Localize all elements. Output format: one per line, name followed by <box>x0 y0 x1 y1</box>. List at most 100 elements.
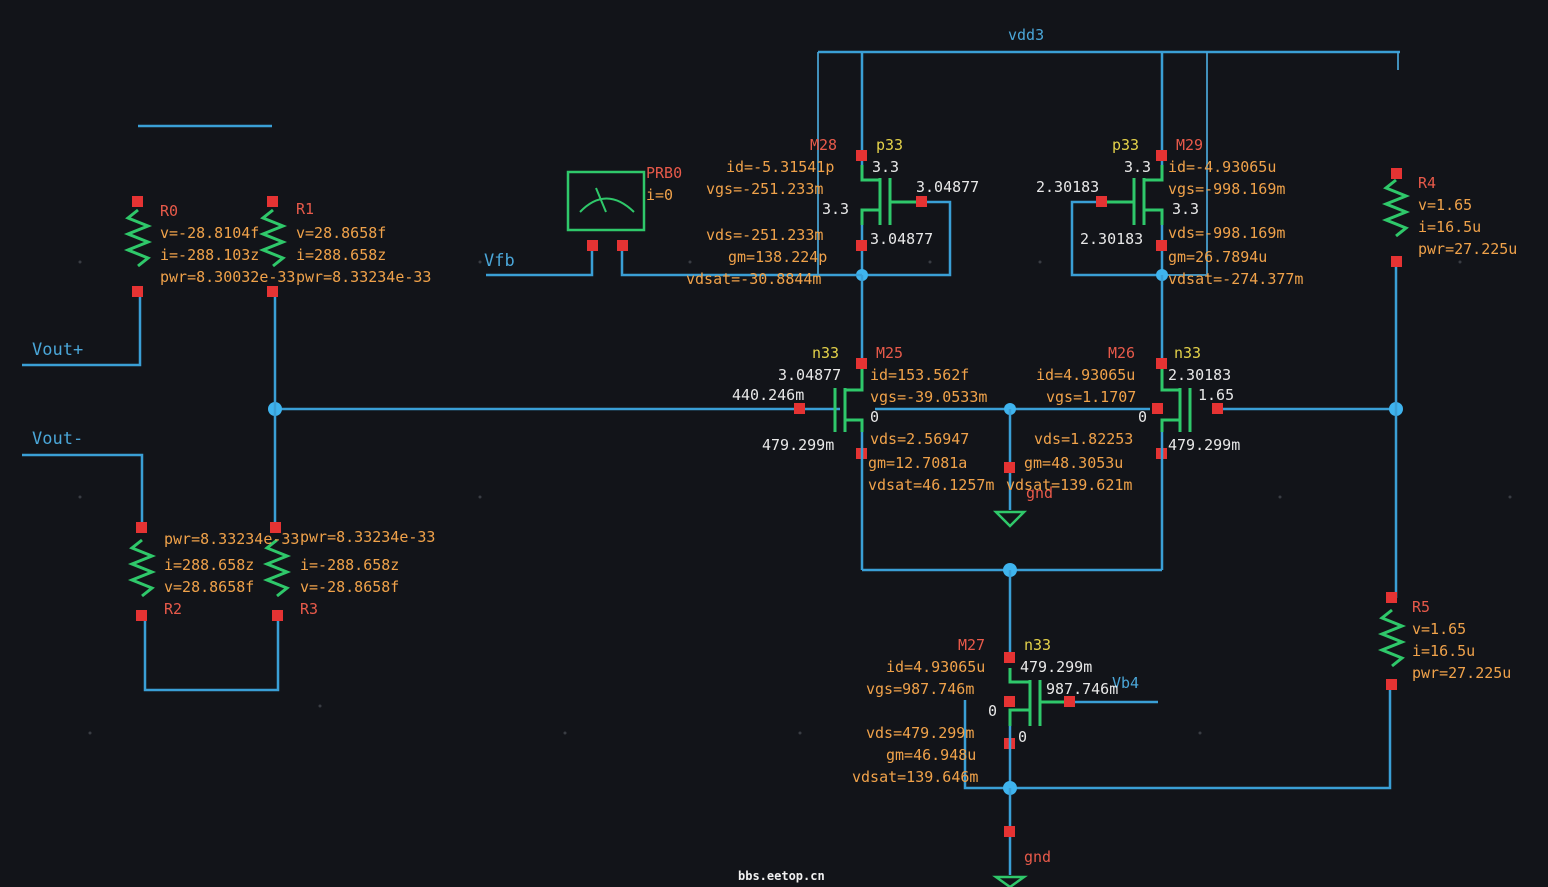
ground-symbol-1 <box>992 510 1028 528</box>
m26-model: n33 <box>1174 344 1201 362</box>
m29-vg: 2.30183 <box>1036 178 1099 196</box>
net-voutp-label: Vout+ <box>32 340 83 360</box>
m25-gm: gm=12.7081a <box>868 454 967 472</box>
resistor-r4[interactable] <box>1381 168 1411 267</box>
r2-v: v=28.8658f <box>164 578 254 596</box>
m27-vg: 987.746m <box>1046 680 1118 698</box>
net-voutn-label: Vout- <box>32 429 83 449</box>
transistor-m27[interactable] <box>1004 652 1158 788</box>
ground-symbol-2 <box>992 875 1028 887</box>
m26-id: id=4.93065u <box>1036 366 1135 384</box>
r4-v: v=1.65 <box>1418 196 1472 214</box>
r5-v: v=1.65 <box>1412 620 1466 638</box>
m28-vgs: vgs=-251.233m <box>706 180 823 198</box>
m27-vd: 479.299m <box>1020 658 1092 676</box>
r3-v: v=-28.8658f <box>300 578 399 596</box>
footer-watermark: bbs.eetop.cn <box>738 869 825 883</box>
probe-prb0[interactable] <box>566 170 646 251</box>
r2-i: i=288.658z <box>164 556 254 574</box>
m28-vs: 3.3 <box>872 158 899 176</box>
r3-i: i=-288.658z <box>300 556 399 574</box>
r5-pwr: pwr=27.225u <box>1412 664 1511 682</box>
r1-pwr: pwr=8.33234e-33 <box>296 268 431 286</box>
m28-vg: 3.04877 <box>916 178 979 196</box>
r4-pwr: pwr=27.225u <box>1418 240 1517 258</box>
m29-vs: 3.3 <box>1124 158 1151 176</box>
r3-name: R3 <box>300 600 318 618</box>
r5-name: R5 <box>1412 598 1430 616</box>
m25-vds: vds=2.56947 <box>870 430 969 448</box>
m29-vd: 2.30183 <box>1080 230 1143 248</box>
m29-vdsat: vdsat=-274.377m <box>1168 270 1303 288</box>
m27-name: M27 <box>958 636 985 654</box>
m27-vdsat: vdsat=139.646m <box>852 768 978 786</box>
m28-id: id=-5.31541p <box>726 158 834 176</box>
net-vfb-label: Vfb <box>484 251 515 271</box>
r4-i: i=16.5u <box>1418 218 1481 236</box>
m29-vgs: vgs=-998.169m <box>1168 180 1285 198</box>
r0-pwr: pwr=8.30032e-33 <box>160 268 295 286</box>
m26-vdsat: vdsat=139.621m <box>1006 476 1132 494</box>
r0-i: i=-288.103z <box>160 246 259 264</box>
m29-name: M29 <box>1176 136 1203 154</box>
m25-vgs: vgs=-39.0533m <box>870 388 987 406</box>
m28-name: M28 <box>810 136 837 154</box>
r3-pwr: pwr=8.33234e-33 <box>300 528 435 546</box>
probe-name: PRB0 <box>646 164 682 182</box>
m26-vgs: vgs=1.1707 <box>1046 388 1136 406</box>
resistor-r1[interactable] <box>258 196 288 297</box>
m29-vb: 3.3 <box>1172 200 1199 218</box>
resistor-r2[interactable] <box>127 522 157 621</box>
r1-v: v=28.8658f <box>296 224 386 242</box>
m28-model: p33 <box>876 136 903 154</box>
r2-name: R2 <box>164 600 182 618</box>
m27-gm: gm=46.948u <box>886 746 976 764</box>
m27-vs: 0 <box>988 702 997 720</box>
m28-gm: gm=138.224p <box>728 248 827 266</box>
m27-id: id=4.93065u <box>886 658 985 676</box>
transistor-m25[interactable] <box>794 358 867 570</box>
m26-vds: vds=1.82253 <box>1034 430 1133 448</box>
m28-vds: vds=-251.233m <box>706 226 823 244</box>
probe-current: i=0 <box>646 186 673 204</box>
r2-pwr: pwr=8.33234e-33 <box>164 530 299 548</box>
m28-vb: 3.3 <box>822 200 849 218</box>
m26-gm: gm=48.3053u <box>1024 454 1123 472</box>
resistor-r5[interactable] <box>1377 592 1407 690</box>
r0-name: R0 <box>160 202 178 220</box>
transistor-m29[interactable] <box>1070 150 1168 281</box>
m26-name: M26 <box>1108 344 1135 362</box>
gnd-label-1: gnd <box>1026 484 1053 502</box>
m25-vs: 479.299m <box>762 436 834 454</box>
m26-vd: 2.30183 <box>1168 366 1231 384</box>
transistor-m26[interactable] <box>1152 358 1223 570</box>
m25-name: M25 <box>876 344 903 362</box>
gnd-label-2: gnd <box>1024 848 1051 866</box>
m26-vb: 0 <box>1138 408 1147 426</box>
m25-id: id=153.562f <box>870 366 969 384</box>
m27-model: n33 <box>1024 636 1051 654</box>
m25-vb: 0 <box>870 408 879 426</box>
m29-vds: vds=-998.169m <box>1168 224 1285 242</box>
m25-vdsat: vdsat=46.1257m <box>868 476 994 494</box>
m25-model: n33 <box>812 344 839 362</box>
net-vdd-label: vdd3 <box>1008 26 1044 44</box>
resistor-r0[interactable] <box>123 196 153 297</box>
m28-vdsat: vdsat=-30.8844m <box>686 270 821 288</box>
m27-vds: vds=479.299m <box>866 724 974 742</box>
m29-gm: gm=26.7894u <box>1168 248 1267 266</box>
r1-name: R1 <box>296 200 314 218</box>
m26-vg: 1.65 <box>1198 386 1234 404</box>
r5-i: i=16.5u <box>1412 642 1475 660</box>
m27-vb: 0 <box>1018 728 1027 746</box>
m25-vd: 3.04877 <box>778 366 841 384</box>
grid <box>78 260 1512 735</box>
m29-id: id=-4.93065u <box>1168 158 1276 176</box>
resistor-r3[interactable] <box>262 522 292 621</box>
transistor-m28[interactable] <box>856 150 952 281</box>
m25-vg: 440.246m <box>732 386 804 404</box>
r0-v: v=-28.8104f <box>160 224 259 242</box>
m29-model: p33 <box>1112 136 1139 154</box>
